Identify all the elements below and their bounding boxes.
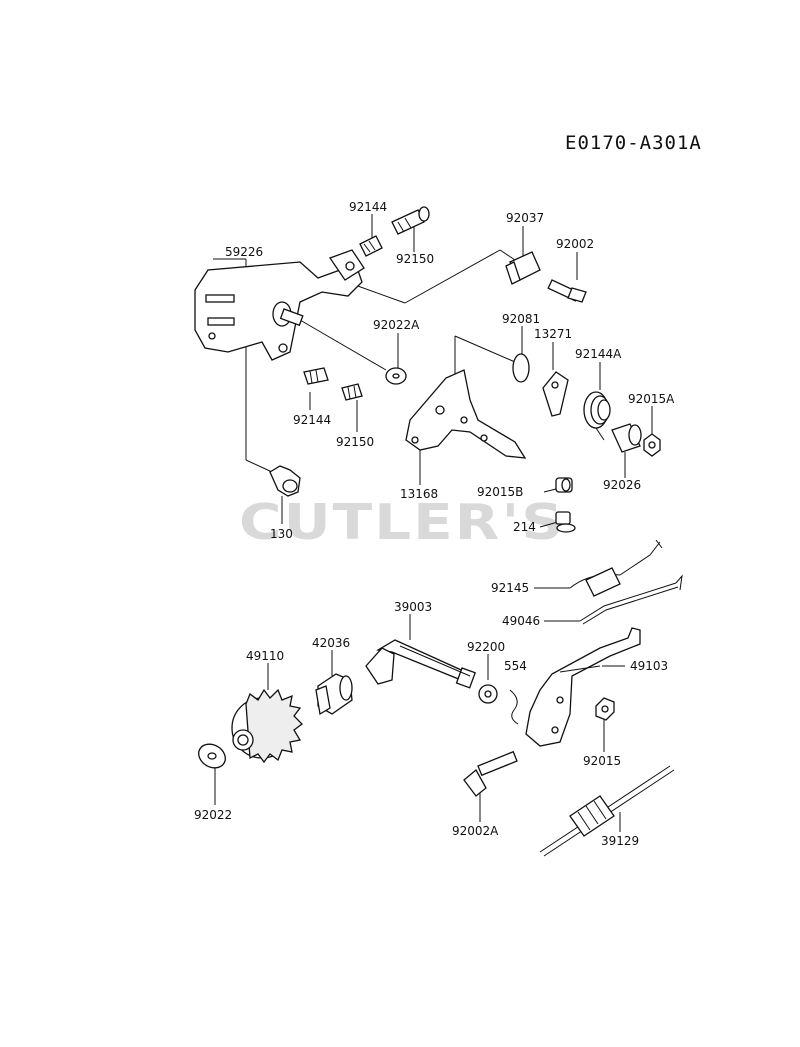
part-label: 39003 [394, 600, 433, 614]
part-label: 13168 [400, 487, 439, 501]
bolt-92002A [463, 750, 518, 797]
spring-39129 [539, 765, 675, 857]
part-label: 92150 [336, 435, 375, 449]
part-label: 92002A [452, 824, 499, 838]
part-label: 92145 [491, 581, 530, 595]
nut-92015A [643, 433, 661, 457]
part-label: 92015A [628, 392, 675, 406]
part-label: 92022A [373, 318, 420, 332]
part-label: 92144A [575, 347, 622, 361]
lever-49103 [525, 627, 641, 747]
spring-92144-upper [359, 235, 383, 257]
part-label: 42036 [312, 636, 351, 650]
part-label: 13271 [534, 327, 573, 341]
collar-92026 [611, 423, 642, 453]
governor-lever-13168 [405, 369, 527, 459]
bracket-92037 [505, 251, 541, 285]
collar-42036 [315, 673, 353, 716]
washer-92200 [478, 684, 498, 704]
part-label: 214 [513, 520, 536, 534]
part-label: 92022 [194, 808, 233, 822]
pin-92015B [555, 477, 573, 493]
part-label: 92015B [477, 485, 524, 499]
part-label: 92002 [556, 237, 595, 251]
part-label: 39129 [601, 834, 640, 848]
part-label: 92015 [583, 754, 622, 768]
rod-49046 [579, 574, 683, 625]
washer-92022 [198, 743, 226, 769]
nut-92015 [595, 697, 615, 721]
part-label: 92037 [506, 211, 545, 225]
lever-13271 [542, 371, 569, 417]
washer-92022A [385, 367, 407, 385]
part-label: 92150 [396, 252, 435, 266]
shaft-39003 [365, 639, 476, 689]
part-label: 59226 [225, 245, 264, 259]
part-label: 49046 [502, 614, 541, 628]
spring-92145 [569, 539, 663, 597]
clip-554 [509, 689, 519, 725]
diagram-id: E0170-A301A [565, 132, 702, 154]
part-label: 92144 [349, 200, 388, 214]
part-label: 92144 [293, 413, 332, 427]
part-label: 49110 [246, 649, 285, 663]
gear-49110 [231, 688, 303, 764]
spring-92144A [583, 391, 611, 441]
part-label: 49103 [630, 659, 669, 673]
part-label: 92081 [502, 312, 541, 326]
washer-92081 [512, 353, 530, 383]
governor-plate-59226 [194, 249, 365, 361]
screw-214 [555, 511, 576, 533]
bolt-92150-upper [391, 206, 430, 235]
bolt-92002 [547, 279, 587, 303]
spring-92144-lower [303, 367, 329, 385]
part-label: 92200 [467, 640, 506, 654]
bolt-130 [269, 465, 301, 497]
part-label: 130 [270, 527, 293, 541]
watermark: CUTLER'S [239, 493, 565, 551]
bolt-92150-lower [341, 383, 363, 401]
part-label: 92026 [603, 478, 642, 492]
part-label: 554 [504, 659, 527, 673]
leader-lines [213, 214, 653, 832]
